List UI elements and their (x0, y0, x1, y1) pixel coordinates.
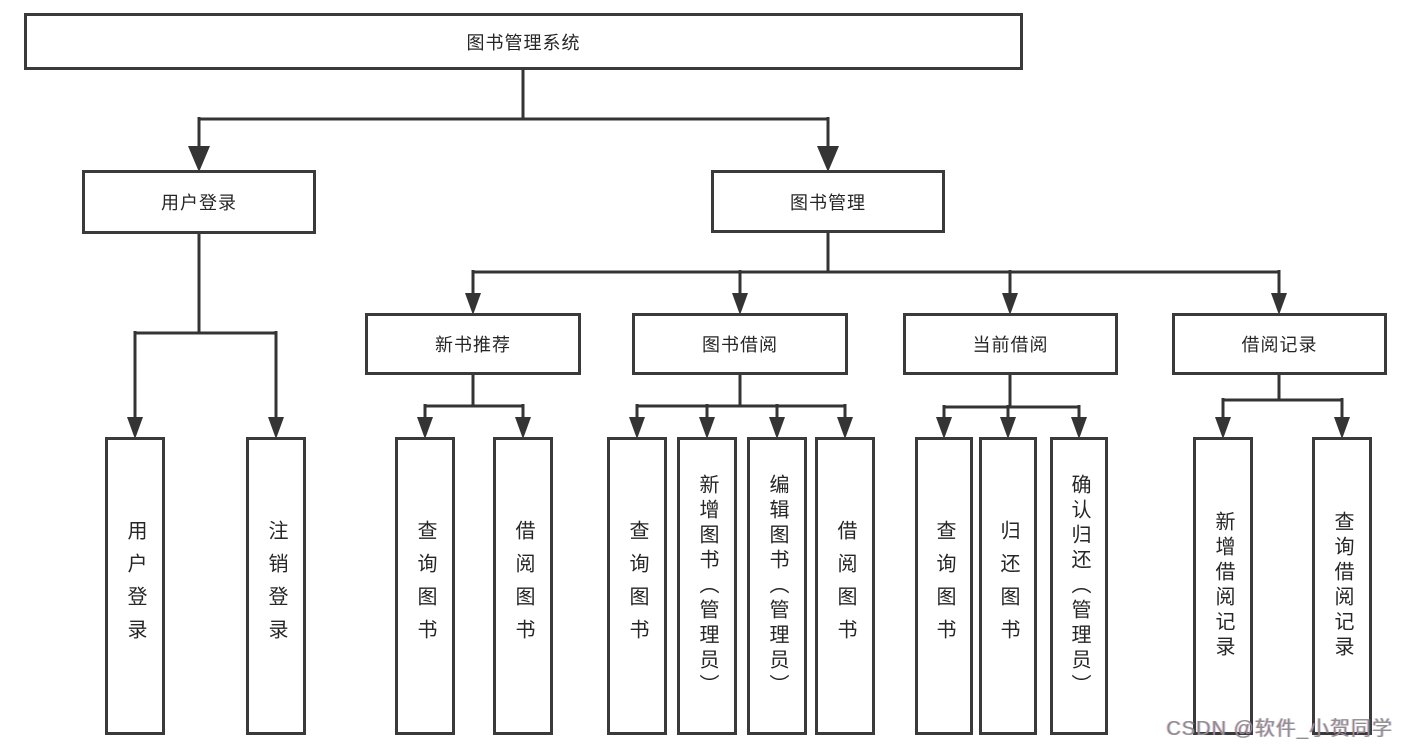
leaf-borrowing-edit-books-admin: 编辑图书（管理员） (747, 437, 807, 735)
node-new-book-recommend-label: 新书推荐 (435, 335, 511, 355)
leaf-user-login: 用户登录 (105, 437, 165, 735)
node-user-login-label: 用户登录 (161, 193, 237, 213)
leaf-user-login-label: 用户登录 (124, 520, 146, 652)
leaf-logout: 注销登录 (246, 437, 306, 735)
node-book-management: 图书管理 (711, 170, 945, 233)
node-book-borrowing: 图书借阅 (632, 313, 848, 375)
leaf-recommend-query-books-label: 查询图书 (414, 520, 436, 652)
leaf-borrowing-add-books-admin-label: 新增图书（管理员） (696, 473, 718, 699)
leaf-records-query-record: 查询借阅记录 (1312, 437, 1372, 735)
leaf-records-add-record: 新增借阅记录 (1193, 437, 1253, 735)
node-library-system: 图书管理系统 (24, 13, 1023, 70)
leaf-current-return-books: 归还图书 (979, 437, 1037, 735)
leaf-recommend-query-books: 查询图书 (395, 437, 455, 735)
leaf-current-return-books-label: 归还图书 (997, 520, 1019, 652)
node-new-book-recommend: 新书推荐 (365, 313, 581, 375)
node-borrowing-records: 借阅记录 (1172, 313, 1387, 375)
arrowheads (127, 146, 1350, 439)
node-user-login: 用户登录 (82, 170, 316, 234)
leaf-borrowing-add-books-admin: 新增图书（管理员） (677, 437, 737, 735)
leaf-current-confirm-return-admin: 确认归还（管理员） (1050, 437, 1108, 735)
node-current-borrowing-label: 当前借阅 (972, 335, 1049, 355)
leaf-records-add-record-label: 新增借阅记录 (1212, 511, 1234, 661)
leaf-recommend-borrow-books-label: 借阅图书 (512, 520, 534, 652)
node-library-system-label: 图书管理系统 (466, 32, 581, 53)
csdn-watermark: CSDN @软件_小贺同学 (1166, 718, 1393, 740)
leaf-borrowing-query-books-label: 查询图书 (626, 520, 648, 652)
leaf-recommend-borrow-books: 借阅图书 (493, 437, 553, 735)
leaf-current-query-books: 查询图书 (915, 437, 973, 735)
leaf-logout-label: 注销登录 (265, 520, 287, 652)
leaf-borrowing-borrow-books-label: 借阅图书 (834, 520, 856, 652)
node-current-borrowing: 当前借阅 (903, 313, 1118, 375)
node-borrowing-records-label: 借阅记录 (1241, 335, 1318, 355)
leaf-current-confirm-return-admin-label: 确认归还（管理员） (1068, 473, 1090, 699)
leaf-records-query-record-label: 查询借阅记录 (1331, 511, 1353, 661)
node-book-management-label: 图书管理 (790, 192, 866, 213)
node-book-borrowing-label: 图书借阅 (702, 335, 778, 355)
leaf-borrowing-edit-books-admin-label: 编辑图书（管理员） (766, 473, 788, 699)
leaf-borrowing-borrow-books: 借阅图书 (815, 437, 875, 735)
leaf-current-query-books-label: 查询图书 (933, 520, 955, 652)
leaf-borrowing-query-books: 查询图书 (607, 437, 667, 735)
